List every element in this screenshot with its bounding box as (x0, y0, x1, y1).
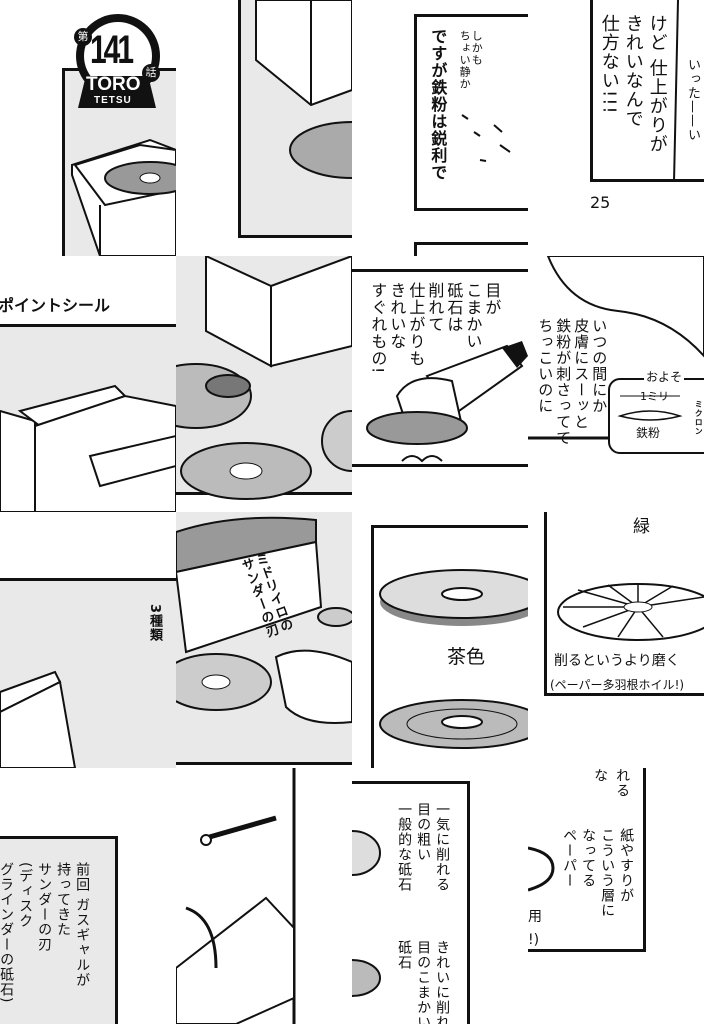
tile-r2c3: 緑 削るというより磨く (ペーパー多羽根ホイル!) (528, 512, 704, 768)
note-text: (ペーパー多羽根ホイル!) (550, 678, 685, 692)
tile-r3c2: 一気に削れる 目の粗い 一般的な砥石 きれいに削れる 目のこまかい 砥石 (352, 768, 528, 1024)
tile-r2c1: ミドリイロのサンダーの刃 (176, 512, 352, 768)
angle-grinder-drawing (366, 341, 528, 463)
tile-r2c2: 茶色 (352, 512, 528, 768)
tile-r0c3: けど 仕上がりが きれいなんで 仕方ない!!! いった——い 25 (528, 0, 704, 256)
panel (0, 836, 118, 1024)
dialogue-text: 砥石は (444, 282, 464, 333)
tile-r0c0: 第 141 話 TORO TETSU (0, 0, 176, 256)
box-and-disc-drawing (255, 0, 352, 179)
description-text: 紙やすりが (618, 828, 635, 903)
panel (590, 0, 704, 182)
dialogue-text: きれいなんで (622, 14, 644, 128)
description-text: れる (614, 768, 631, 798)
aside-text: しかもちょい静か (458, 30, 484, 90)
box-drawing (0, 670, 77, 768)
scream-text: いった——い (684, 58, 700, 142)
narration-text: サンダーの刃 (36, 862, 53, 952)
description-text: きれいに削れる (434, 940, 451, 1024)
dialogue-text: 仕方ない!!! (598, 14, 620, 115)
tile-r3c3: れる な 紙やすりが こういう層に なってる ペーパー 用 !) (528, 768, 704, 1024)
brown-label: 茶色 (447, 646, 486, 668)
panel (352, 781, 470, 1024)
description-text: なってる (580, 828, 597, 888)
dialogue-text: けど 仕上がりが (646, 14, 668, 154)
tile-r3c1 (176, 768, 352, 1024)
description-text: こういう層に (599, 828, 616, 918)
green-label: 緑 (633, 517, 650, 537)
discs-drawing (176, 256, 352, 500)
sander-blades-box-drawing (176, 516, 352, 724)
iron-powder-diagram: およそ 1ミリ 鉄粉 ミクロン (608, 368, 704, 454)
flap-wheel-drawing (557, 583, 704, 641)
dialogue-text: こまかい (463, 282, 483, 350)
description-text: 一般的な砥石 (396, 802, 413, 892)
panel (414, 242, 528, 256)
tile-r2c0: 3種類 (0, 512, 176, 768)
caption-point-seal: ポイントシール (0, 296, 111, 315)
description-text: 目のこまかい (415, 940, 432, 1024)
tile-r1c2: 目が こまかい 砥石は 削れて 仕上がりも きれいな すぐれもの! (352, 256, 528, 512)
sparkle-marks (461, 114, 511, 162)
description-text: 目の粗い (415, 802, 432, 862)
tile-r1c1 (176, 256, 352, 512)
tile-r0c2: ですが鉄粉は鋭利で しかもちょい静か (352, 0, 528, 256)
dialogue-text: 鉄粉が刺さってて (554, 318, 573, 446)
dialogue-text: 仕上がりも (406, 282, 426, 367)
description-text: 削るというより磨く (554, 653, 680, 669)
tile-r0c1 (176, 0, 352, 256)
narration-text: 前回 ガスギャルが (74, 862, 91, 988)
description-text: ペーパー (561, 828, 578, 888)
box-drawing (71, 138, 176, 256)
dialogue-text: 削れて (425, 282, 445, 333)
grinder-wrench-drawing (176, 768, 296, 1024)
panel (528, 768, 646, 952)
dialogue-text: 目が (482, 282, 502, 316)
dialogue-text: いつの間にか (590, 318, 609, 414)
narration-text: グラインダーの砥石) (0, 862, 15, 1004)
dialogue-text: すぐれもの! (368, 282, 388, 375)
boxes-drawing (0, 384, 176, 512)
panel (414, 14, 528, 211)
page-number: 25 (590, 193, 611, 212)
discs-drawing (379, 569, 528, 749)
arm-drawing (528, 256, 704, 440)
tile-r1c0: ポイントシール (0, 256, 176, 512)
episode-logo: 第 141 話 TORO TETSU (72, 14, 164, 109)
description-text: 一気に削れる (434, 802, 451, 892)
dialogue-text: きれいな (387, 282, 407, 350)
narration-text: 持ってきた (55, 862, 72, 937)
tile-r1c3: いつの間にか 皮膚にスーッと 鉄粉が刺さってて ちっこいのに およそ 1ミリ 鉄… (528, 256, 704, 512)
dialogue-text: ですが鉄粉は鋭利で (428, 28, 448, 181)
dialogue-text: ちっこいのに (536, 318, 555, 414)
tile-r3c0: 前回 ガスギャルが 持ってきた サンダーの刃 (ディスク グラインダーの砥石) (0, 768, 176, 1024)
description-text: な (592, 768, 609, 783)
description-text: 砥石 (396, 940, 413, 970)
narration-text: (ディスク (17, 862, 34, 929)
three-types-label: 3種類 (146, 604, 162, 643)
dialogue-text: 皮膚にスーッと (572, 318, 591, 430)
